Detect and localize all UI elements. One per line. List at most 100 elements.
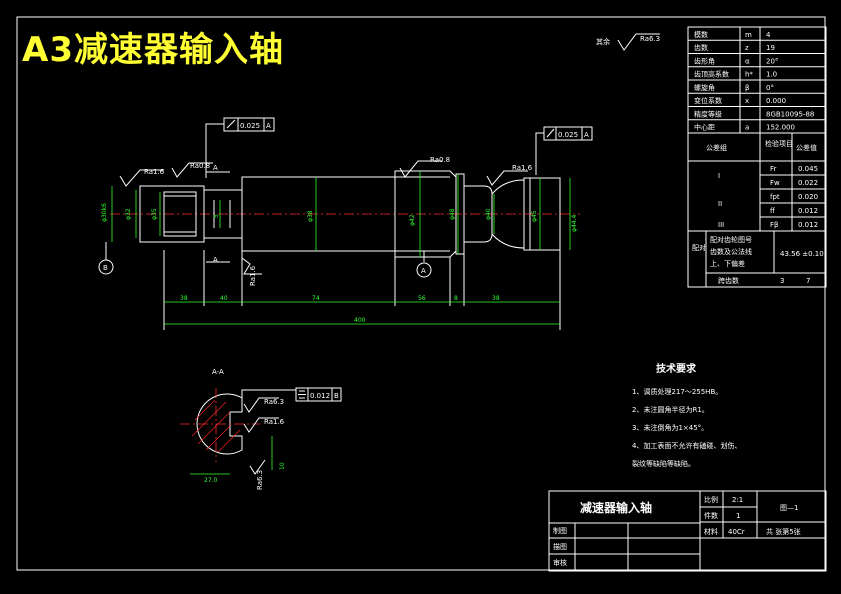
svg-text:Ra1.6: Ra1.6 <box>249 265 257 286</box>
svg-text:件数: 件数 <box>704 511 718 520</box>
length-dimensions: 38 40 74 56 8 38 400 <box>163 250 561 330</box>
svg-text:74: 74 <box>312 295 320 302</box>
inspection-group: III <box>718 221 724 229</box>
drawing-title-banner: A3减速器输入轴 <box>22 30 284 70</box>
spec-value: 19 <box>766 44 775 52</box>
datum-a-marker: A <box>416 251 432 278</box>
svg-text:38: 38 <box>492 295 500 302</box>
inspection-group: I <box>718 172 720 180</box>
title-block: 减速器输入轴 比例 2:1 件数 1 材料 40Cr 图—1 共 张第5张 制图… <box>548 490 827 572</box>
spec-name: 齿形角 <box>694 56 715 65</box>
datum-b-marker: B <box>98 242 114 275</box>
svg-text:跨齿数: 跨齿数 <box>718 276 739 285</box>
svg-text:材料: 材料 <box>704 527 718 536</box>
svg-text:Ra6.3: Ra6.3 <box>256 470 264 490</box>
spec-value: 0° <box>766 84 774 92</box>
section-marks: A A <box>206 164 230 264</box>
inspection-group: II <box>718 200 722 208</box>
svg-text:上、下偏差: 上、下偏差 <box>710 259 745 268</box>
svg-text:裂纹等缺陷等缺陷。: 裂纹等缺陷等缺陷。 <box>632 459 695 468</box>
svg-text:400: 400 <box>354 317 366 324</box>
svg-text:0.025: 0.025 <box>558 131 578 139</box>
svg-text:A: A <box>213 164 218 172</box>
spec-value: 4 <box>766 31 771 39</box>
svg-text:2:1: 2:1 <box>732 496 743 504</box>
svg-text:减速器输入轴: 减速器输入轴 <box>580 500 652 515</box>
svg-text:3: 3 <box>780 277 784 285</box>
svg-text:配对齿轮图号: 配对齿轮图号 <box>710 235 752 244</box>
runout-frame-right: 0.025 A <box>535 126 593 175</box>
svg-text:2、未注圆角半径为R1。: 2、未注圆角半径为R1。 <box>632 405 709 414</box>
section-view-a-a: A-A 0.012 B Ra6.3 Ra1.6 10 27. <box>180 368 342 490</box>
svg-text:B: B <box>334 392 339 400</box>
svg-text:7: 7 <box>806 277 810 285</box>
svg-text:φ30k6: φ30k6 <box>101 203 108 222</box>
svg-text:3、未注倒角为1×45°。: 3、未注倒角为1×45°。 <box>632 423 708 432</box>
spec-name: 中心距 <box>694 123 715 132</box>
svg-text:检验项目: 检验项目 <box>765 139 793 148</box>
spec-name: 齿数 <box>694 43 708 52</box>
svg-text:1: 1 <box>736 512 740 520</box>
svg-text:A: A <box>213 256 218 264</box>
shaft-segment-3 <box>241 176 396 252</box>
svg-text:描图: 描图 <box>553 542 567 551</box>
spec-name: 螺旋角 <box>694 83 715 92</box>
spec-symbol: m <box>745 31 752 39</box>
spec-name: 精度等级 <box>694 109 722 118</box>
spec-value: 20° <box>766 57 778 65</box>
roughness-symbols: Ra1.6 Ra0.8 Ra0.8 Ra1.6 Ra1.6 <box>119 156 533 286</box>
svg-text:齿数及公法线: 齿数及公法线 <box>710 247 752 256</box>
spec-symbol: α <box>745 57 750 65</box>
svg-text:A-A: A-A <box>212 368 224 376</box>
spec-symbol: β <box>745 84 749 92</box>
symmetry-icon <box>298 390 306 399</box>
inspection-value: 0.012 <box>798 221 818 229</box>
technical-notes: 技术要求 1、调质处理217～255HB。 2、未注圆角半径为R1。 3、未注倒… <box>632 362 741 468</box>
shaft-main-view <box>110 170 580 258</box>
svg-text:比例: 比例 <box>704 495 718 504</box>
svg-text:40Cr: 40Cr <box>728 528 745 536</box>
svg-text:A: A <box>266 122 271 130</box>
svg-text:27.0: 27.0 <box>204 477 218 484</box>
spec-value: 1.0 <box>766 71 777 79</box>
svg-text:φ40: φ40 <box>485 208 492 220</box>
inspection-value: 0.020 <box>798 193 818 201</box>
svg-text:38: 38 <box>180 295 188 302</box>
inspection-symbol: Fβ <box>770 221 779 229</box>
general-roughness-note: 其余 Ra6.3 <box>596 33 660 51</box>
spec-symbol: h* <box>745 71 753 79</box>
svg-text:φ42: φ42 <box>409 214 416 226</box>
svg-text:56: 56 <box>418 295 426 302</box>
inspection-symbol: Fr <box>770 165 777 173</box>
svg-text:图—1: 图—1 <box>780 504 798 512</box>
svg-text:40: 40 <box>220 295 228 302</box>
inspection-value: 0.022 <box>798 179 818 187</box>
runout-icon <box>226 119 236 129</box>
svg-text:0.012: 0.012 <box>310 392 330 400</box>
svg-text:φ32: φ32 <box>125 208 132 220</box>
drawing-frame <box>16 16 826 571</box>
spec-symbol: z <box>745 44 749 52</box>
svg-text:Ra1.6: Ra1.6 <box>512 164 533 172</box>
svg-text:8: 8 <box>454 295 458 302</box>
svg-text:φ35: φ35 <box>151 208 158 220</box>
spec-symbol: a <box>745 124 749 132</box>
svg-text:43.56 ±0.10: 43.56 ±0.10 <box>780 250 824 258</box>
spec-symbol: x <box>745 97 749 105</box>
svg-text:技术要求: 技术要求 <box>656 362 697 375</box>
svg-text:4、加工表面不允许有磕碰、划伤、: 4、加工表面不允许有磕碰、划伤、 <box>632 441 741 450</box>
spec-name: 齿顶高系数 <box>694 70 729 79</box>
inspection-symbol: ff <box>770 207 775 215</box>
svg-text:公差值: 公差值 <box>796 143 817 152</box>
svg-text:5: 5 <box>213 214 220 218</box>
svg-text:审核: 审核 <box>553 558 567 567</box>
svg-text:A: A <box>584 131 589 139</box>
spec-value: 152.000 <box>766 124 795 132</box>
runout-icon <box>546 128 555 138</box>
svg-text:φ38: φ38 <box>307 210 314 222</box>
spec-value: 8GB10095-88 <box>766 110 814 118</box>
svg-text:10: 10 <box>279 462 286 470</box>
inspection-value: 0.012 <box>798 207 818 215</box>
